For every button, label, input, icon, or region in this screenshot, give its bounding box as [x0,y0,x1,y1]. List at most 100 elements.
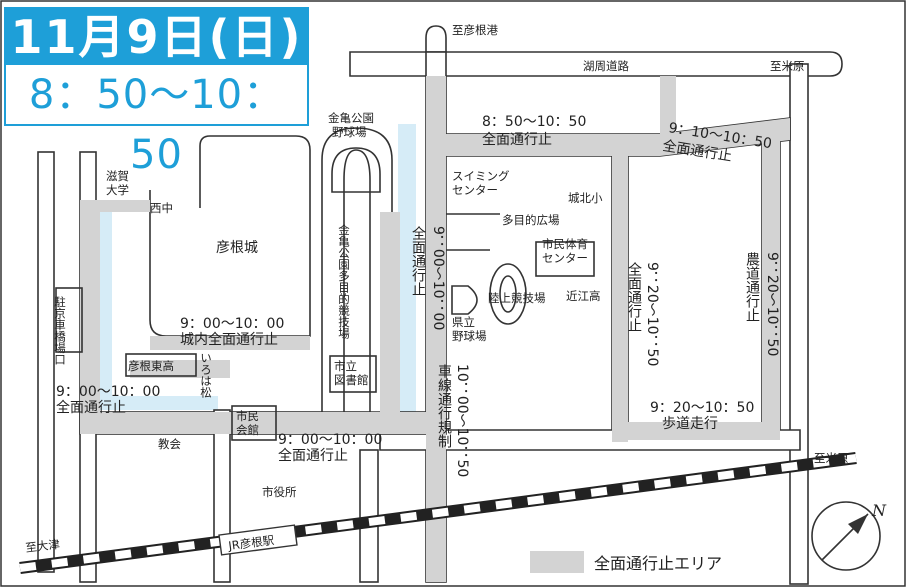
city-library [329,355,377,393]
label-city-library-1: 市立 [334,359,357,373]
label-swimming-2: センター [452,183,498,197]
label-jr-station: JR彦根駅 [227,533,276,553]
kinki-baseball-field [331,147,381,193]
closure-labels: 8：50〜10：50 全面通行止 9：10〜10：50 全面通行止 9：00〜1… [56,114,773,464]
track-field-inner [499,275,517,313]
label-kinki-baseball-1: 金亀公園 [328,111,374,125]
event-time: 8：50〜10：50 [28,72,285,178]
label-gym-2: センター [542,251,588,265]
label-kinki-stadium: 金亀公園多目的競技場 [337,223,351,340]
closure-north-type: 全面通行止 [482,131,552,148]
jr-station-box [218,524,298,556]
label-omi-high: 近江高 [566,289,601,303]
closure-lane-time: 10：00〜10：50 [454,364,470,477]
label-pref-baseball-2: 野球場 [452,329,487,343]
label-nishinaka: 西中 [150,201,173,215]
moat-west [98,210,112,410]
closure-north-time: 8：50〜10：50 [482,114,586,130]
road-stadium-inner [446,213,500,251]
label-multi-plaza: 多目的広場 [502,213,560,227]
closure-east-v-type: 農道通行止 [744,252,760,322]
label-civic-hall-1: 市民 [236,409,259,423]
closure-north-diag [660,118,790,156]
place-labels: 至彦根港 湖周道路 至米原 至米原 至大津 金亀公園 野球場 スイミング センタ… [25,23,849,555]
closure-castle-type: 城内全面通行止 [180,331,278,348]
vertical-place-labels: 金亀公園多目的競技場 駐京車橋場口 いろは松 [53,223,351,398]
civic-hall [231,405,277,441]
closure-walk-time: 9：20〜10：50 [650,400,754,416]
closure-north-link [660,76,676,136]
road-castle-loop [149,135,311,337]
compass-arrow-icon [848,514,868,534]
closure-castle-loop [150,336,310,350]
railway [19,452,857,574]
closure-castle-time: 9：00〜10：00 [180,316,284,332]
label-iroha-matsu: いろは松 [199,352,213,398]
label-johoku-elem: 城北小 [568,191,603,205]
label-to-otsu: 至大津 [25,537,61,555]
moat-east [398,124,416,436]
closure-north-cross [446,134,660,156]
moat-south [98,396,218,410]
city-gym [535,241,595,277]
compass: N [811,501,887,571]
railway-dashes [19,454,857,572]
closure-areas [80,76,790,582]
legend-swatch [530,551,584,573]
date-time-box: 11月9日(日) 8：50〜10：50 [4,7,309,178]
closure-center-v-time: 9：00〜10：00 [430,226,446,330]
road-left-v2 [213,409,231,583]
closure-center-v [380,212,400,434]
closure-east-inner-v [762,140,780,430]
closure-south-type: 全面通行止 [278,447,348,464]
closure-west-ew [80,412,426,434]
event-date: 11月9日(日) [6,9,307,65]
closure-mid-v-type: 全面通行止 [626,261,642,332]
closure-south-time: 9：00〜10：00 [278,432,382,448]
label-to-hikone-port: 至彦根港 [452,23,498,37]
closure-walk-type: 歩道走行 [662,416,718,432]
parking-building [55,287,83,353]
closure-west-v [80,200,100,434]
label-hikone-castle: 彦根城 [216,240,258,256]
closure-main-ns [426,76,446,582]
label-parking: 駐京車橋場口 [53,295,67,365]
legend: 全面通行止エリア [530,550,722,574]
compass-north-label: N [871,501,887,520]
label-church: 教会 [158,437,181,451]
label-to-maibara-top: 至米原 [770,59,805,73]
label-gym-1: 市民体育 [542,237,588,251]
closure-center-v-type: 全面通行止 [410,225,426,296]
label-swimming-1: スイミング [452,169,510,183]
label-shiga-univ-1: 滋賀 [106,169,129,183]
label-pref-baseball-1: 県立 [452,315,475,329]
label-hikone-higashi-high: 彦根東高 [128,359,174,373]
closure-west-time: 9：00〜10：00 [56,384,160,400]
hikone-higashi-high [125,353,197,377]
label-lakeside-road: 湖周道路 [583,59,629,73]
road-port-spur [425,25,447,53]
closure-mid-v-time: 9：20〜10：50 [644,262,660,366]
track-field-outer [489,263,527,325]
closure-mid-v [612,156,628,442]
closure-walk-south [612,422,780,440]
label-city-library-2: 図書館 [334,373,369,387]
road-park-loop [321,127,393,413]
closure-castle-south [130,360,230,378]
road-east-ns [789,63,809,585]
label-shiga-univ-2: 大学 [106,183,129,197]
label-city-hall: 市役所 [262,485,297,499]
prefectural-baseball [451,285,478,315]
vertical-closure-labels: 9：00〜10：00 全面通行止 10：00〜10：50 車線通行規制 9：20… [410,225,780,477]
buildings [55,147,595,441]
closure-lane-type: 車線通行規制 [436,363,452,448]
closure-east-v-time: 9：20〜10：50 [764,252,780,356]
label-civic-hall-2: 会館 [236,423,259,437]
legend-label: 全面通行止エリア [594,554,723,573]
closure-west-type: 全面通行止 [56,399,126,416]
label-kinki-baseball-2: 野球場 [332,125,367,139]
road-lakeside [349,51,843,77]
label-track-field: 陸上競技場 [488,291,546,305]
